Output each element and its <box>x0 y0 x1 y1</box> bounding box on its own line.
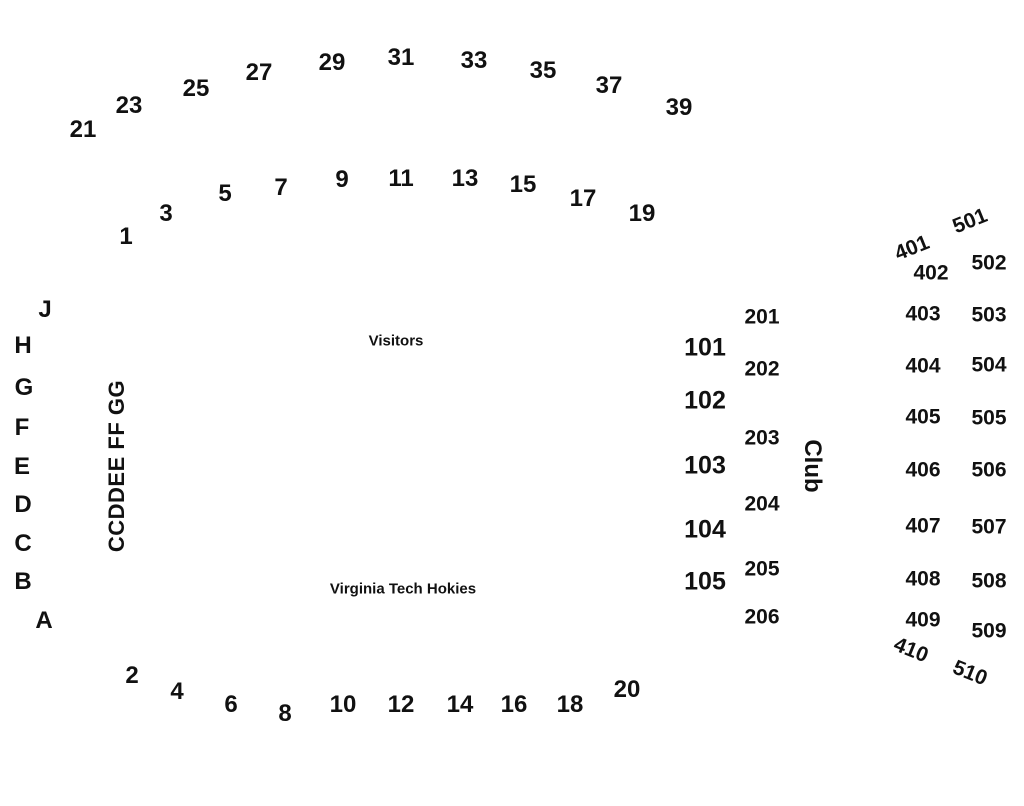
section-504[interactable]: 504 <box>971 353 1007 377</box>
section-2[interactable]: 2 <box>125 662 139 689</box>
section-407[interactable]: 407 <box>905 514 941 538</box>
section-35[interactable]: 35 <box>529 57 557 84</box>
section-12[interactable]: 12 <box>387 691 415 718</box>
section-21[interactable]: 21 <box>69 116 97 143</box>
section-102[interactable]: 102 <box>684 386 726 415</box>
endzone-row-b[interactable]: B <box>14 568 32 595</box>
section-10[interactable]: 10 <box>329 691 357 718</box>
section-29[interactable]: 29 <box>318 49 346 76</box>
section-206[interactable]: 206 <box>744 605 780 629</box>
section-403[interactable]: 403 <box>905 302 941 326</box>
visitors-label: Visitors <box>368 332 424 350</box>
section-502[interactable]: 502 <box>971 251 1007 275</box>
section-18[interactable]: 18 <box>556 691 584 718</box>
endzone-row-d[interactable]: D <box>14 491 32 518</box>
section-37[interactable]: 37 <box>595 72 623 99</box>
section-7[interactable]: 7 <box>274 174 288 201</box>
section-103[interactable]: 103 <box>684 451 726 480</box>
section-505[interactable]: 505 <box>971 406 1007 430</box>
section-5[interactable]: 5 <box>218 180 232 207</box>
section-204[interactable]: 204 <box>744 492 780 516</box>
endzone-row-j[interactable]: J <box>38 296 52 323</box>
section-3[interactable]: 3 <box>159 200 173 227</box>
section-408[interactable]: 408 <box>905 567 941 591</box>
section-202[interactable]: 202 <box>744 357 780 381</box>
section-6[interactable]: 6 <box>224 691 238 718</box>
home-team-label: Virginia Tech Hokies <box>329 580 477 598</box>
section-1[interactable]: 1 <box>119 223 133 250</box>
section-510[interactable]: 510 <box>949 655 991 691</box>
section-203[interactable]: 203 <box>744 426 780 450</box>
section-105[interactable]: 105 <box>684 567 726 596</box>
section-31[interactable]: 31 <box>387 44 415 71</box>
section-507[interactable]: 507 <box>971 515 1007 539</box>
endzone-row-a[interactable]: A <box>35 607 53 634</box>
section-23[interactable]: 23 <box>115 92 143 119</box>
section-39[interactable]: 39 <box>665 94 693 121</box>
section-402[interactable]: 402 <box>913 261 949 285</box>
endzone-row-h[interactable]: H <box>14 332 32 359</box>
section-509[interactable]: 509 <box>971 619 1007 643</box>
section-201[interactable]: 201 <box>744 305 780 329</box>
section-409[interactable]: 409 <box>905 608 941 632</box>
endzone-row-e[interactable]: E <box>13 453 31 480</box>
section-205[interactable]: 205 <box>744 557 780 581</box>
section-503[interactable]: 503 <box>971 303 1007 327</box>
endzone-inner-rows[interactable]: CCDDEE FF GG <box>104 379 129 553</box>
section-104[interactable]: 104 <box>684 515 726 544</box>
section-404[interactable]: 404 <box>905 354 941 378</box>
section-17[interactable]: 17 <box>569 185 597 212</box>
section-9[interactable]: 9 <box>335 166 349 193</box>
section-25[interactable]: 25 <box>182 75 210 102</box>
section-506[interactable]: 506 <box>971 458 1007 482</box>
section-15[interactable]: 15 <box>509 171 537 198</box>
endzone-row-g[interactable]: G <box>14 374 34 401</box>
section-16[interactable]: 16 <box>500 691 528 718</box>
section-19[interactable]: 19 <box>628 200 656 227</box>
section-11[interactable]: 11 <box>388 165 414 192</box>
club-label: Club <box>799 439 826 493</box>
section-410[interactable]: 410 <box>890 632 932 668</box>
section-406[interactable]: 406 <box>905 458 941 482</box>
section-20[interactable]: 20 <box>613 676 641 703</box>
section-508[interactable]: 508 <box>971 569 1007 593</box>
section-101[interactable]: 101 <box>684 333 726 362</box>
section-14[interactable]: 14 <box>446 691 474 718</box>
section-27[interactable]: 27 <box>245 59 273 86</box>
section-4[interactable]: 4 <box>170 678 184 705</box>
section-33[interactable]: 33 <box>460 47 488 74</box>
section-13[interactable]: 13 <box>451 165 479 192</box>
section-8[interactable]: 8 <box>278 700 292 727</box>
section-501[interactable]: 501 <box>949 203 991 239</box>
endzone-row-f[interactable]: F <box>14 414 30 441</box>
section-401[interactable]: 401 <box>891 230 933 266</box>
endzone-row-c[interactable]: C <box>14 530 32 557</box>
section-405[interactable]: 405 <box>905 405 941 429</box>
